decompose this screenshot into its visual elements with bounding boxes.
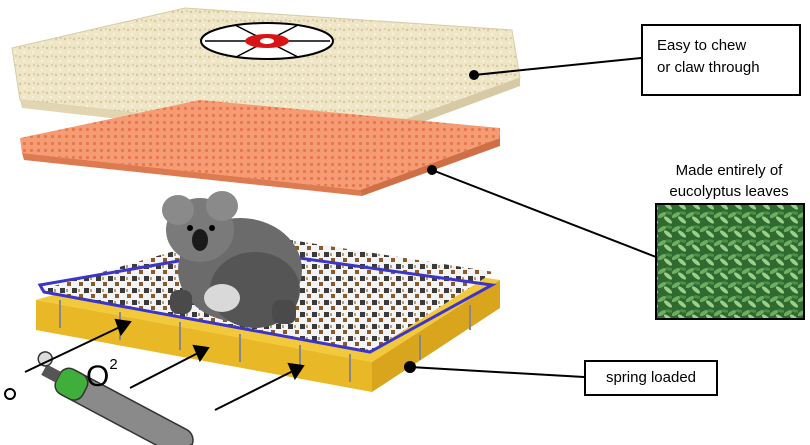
leader-lines bbox=[409, 57, 657, 378]
airflow-arrows bbox=[24, 318, 305, 411]
target-icon bbox=[200, 22, 334, 60]
callout-middle-line-1: Made entirely of bbox=[675, 162, 783, 179]
oxygen-formula-mark: 2 bbox=[109, 356, 118, 373]
oxygen-formula-base: O bbox=[86, 360, 110, 393]
eucalyptus-leaves-image bbox=[655, 203, 805, 320]
callout-bottom-layer: spring loaded bbox=[584, 360, 718, 396]
leader-dots bbox=[404, 70, 479, 373]
callout-bottom-text: spring loaded bbox=[605, 369, 697, 386]
callout-middle-line-2: eucolyptus leaves bbox=[669, 183, 789, 200]
callout-top-line-2: or claw through bbox=[657, 59, 760, 76]
oxygen-tank-icon bbox=[4, 351, 194, 445]
callout-middle-layer: Made entirely of eucolyptus leaves bbox=[650, 160, 808, 202]
oxygen-formula: O2 bbox=[86, 356, 118, 394]
callout-top-layer: Easy to chew or claw through bbox=[641, 24, 801, 96]
callout-top-line-1: Easy to chew bbox=[657, 37, 747, 54]
koala-image bbox=[162, 191, 302, 328]
